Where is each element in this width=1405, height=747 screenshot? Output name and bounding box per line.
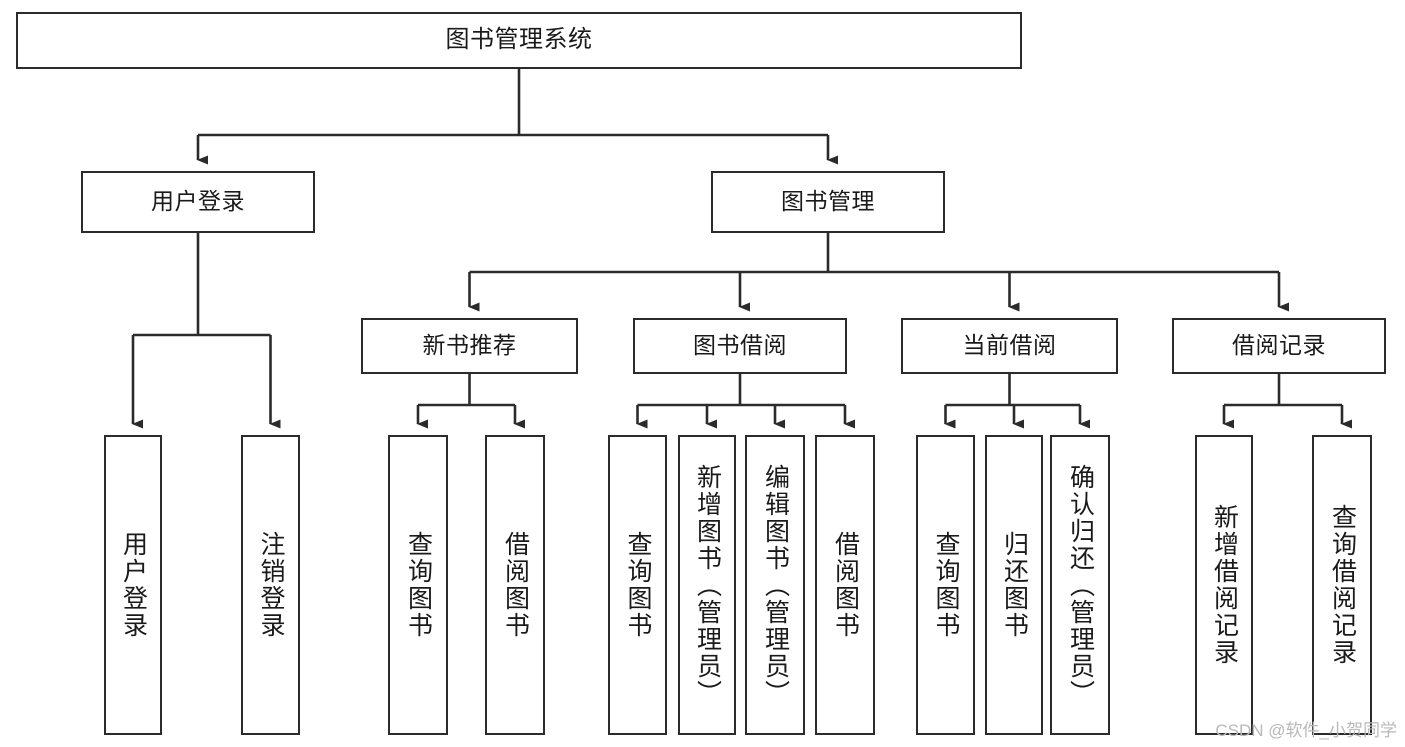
node-leaf-rec-add[interactable]: 新增借阅记录 <box>1195 435 1253 735</box>
watermark-label: CSDN @软件_小贺同学 <box>1215 721 1397 740</box>
node-label-leaf-rec-search: 查询借阅记录 <box>1328 504 1357 666</box>
node-label-root: 图书管理系统 <box>445 26 593 54</box>
node-label-leaf-user-logout: 注销登录 <box>257 531 285 639</box>
node-label-leaf-rec-query: 查询图书 <box>404 531 433 639</box>
node-borrow-record[interactable]: 借阅记录 <box>1172 318 1386 374</box>
node-label-user-login: 用户登录 <box>151 188 245 215</box>
node-leaf-user-logout[interactable]: 注销登录 <box>241 435 300 735</box>
node-current-borrow[interactable]: 当前借阅 <box>901 318 1118 374</box>
node-label-leaf-user-login: 用户登录 <box>119 531 148 639</box>
node-label-leaf-borrow-query: 查询图书 <box>624 531 652 639</box>
node-label-leaf-borrow-edit: 编辑图书（管理员） <box>761 463 790 707</box>
node-label-borrow-record: 借阅记录 <box>1232 332 1326 359</box>
node-book-manage[interactable]: 图书管理 <box>711 171 945 233</box>
node-user-login[interactable]: 用户登录 <box>81 171 315 233</box>
node-leaf-user-login[interactable]: 用户登录 <box>104 435 162 735</box>
node-label-book-borrow: 图书借阅 <box>693 332 787 359</box>
node-leaf-borrow-add[interactable]: 新增图书（管理员） <box>678 435 736 735</box>
node-label-current-borrow: 当前借阅 <box>962 332 1057 359</box>
node-label-leaf-cur-query: 查询图书 <box>932 531 960 639</box>
node-leaf-borrow-query[interactable]: 查询图书 <box>608 435 667 735</box>
node-leaf-cur-return[interactable]: 归还图书 <box>985 435 1043 735</box>
node-leaf-rec-borrow[interactable]: 借阅图书 <box>485 435 545 735</box>
node-label-leaf-borrow-add: 新增图书（管理员） <box>693 463 722 707</box>
connector-group <box>131 69 1352 429</box>
node-label-leaf-rec-add: 新增借阅记录 <box>1210 504 1239 666</box>
node-label-leaf-cur-return: 归还图书 <box>1000 531 1029 639</box>
node-leaf-borrow-lend[interactable]: 借阅图书 <box>815 435 875 735</box>
node-leaf-cur-query[interactable]: 查询图书 <box>916 435 975 735</box>
node-label-leaf-cur-confirm: 确认归还（管理员） <box>1066 463 1095 707</box>
node-book-borrow[interactable]: 图书借阅 <box>633 318 847 374</box>
node-leaf-borrow-edit[interactable]: 编辑图书（管理员） <box>745 435 805 735</box>
node-leaf-rec-search[interactable]: 查询借阅记录 <box>1312 435 1372 735</box>
node-label-book-manage: 图书管理 <box>781 188 875 215</box>
node-root[interactable]: 图书管理系统 <box>16 12 1022 69</box>
node-label-leaf-borrow-lend: 借阅图书 <box>831 531 860 639</box>
node-leaf-cur-confirm[interactable]: 确认归还（管理员） <box>1050 435 1110 735</box>
node-leaf-rec-query[interactable]: 查询图书 <box>388 435 448 735</box>
node-label-new-book-rec: 新书推荐 <box>422 332 517 359</box>
node-label-leaf-rec-borrow: 借阅图书 <box>501 531 530 639</box>
node-new-book-rec[interactable]: 新书推荐 <box>361 318 578 374</box>
